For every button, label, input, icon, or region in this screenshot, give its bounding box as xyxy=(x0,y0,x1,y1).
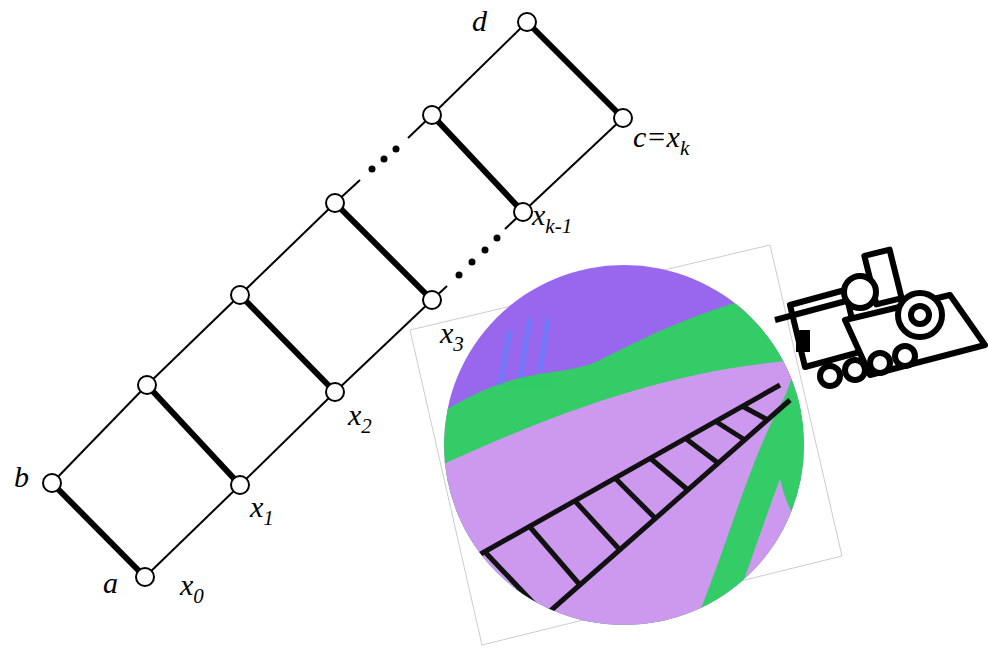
vertex-label: c=xk xyxy=(633,122,689,152)
vertex-label: xk-1 xyxy=(532,200,572,230)
vertex-label: d xyxy=(472,6,487,36)
vertex-label: a xyxy=(103,568,118,598)
vertex-label: x2 xyxy=(348,400,372,430)
train-icon xyxy=(775,250,985,386)
railway-picture xyxy=(410,245,842,650)
vertex-label: x3 xyxy=(440,318,464,348)
vertex-label: x1 xyxy=(250,492,274,522)
vertex-label: x0 xyxy=(180,570,204,600)
vertex-label: b xyxy=(14,462,29,492)
